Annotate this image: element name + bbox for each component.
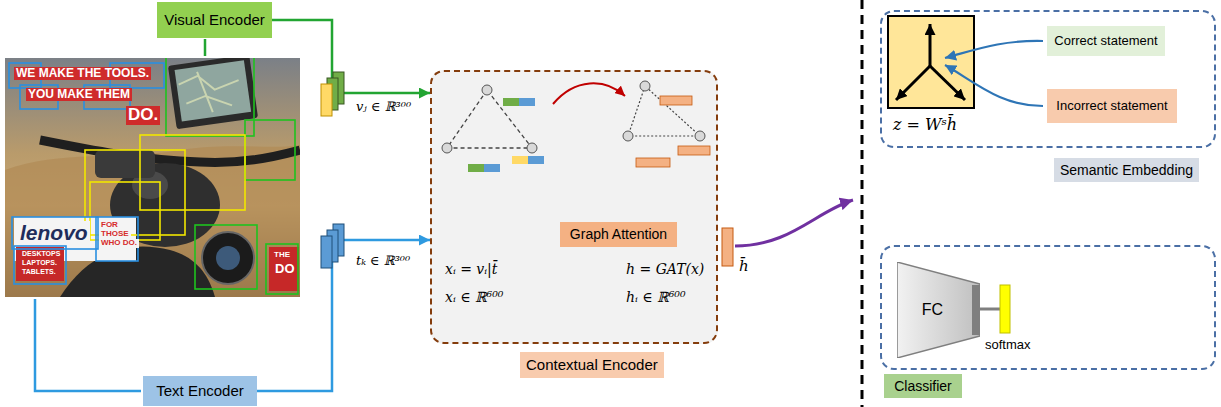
fc-link [980,308,1000,311]
box-text: Graph Attention [570,226,667,242]
photo-text: DO. [126,106,160,125]
data-flow-arrow [257,240,430,391]
encoder-box: Text Encoder [143,376,257,406]
photo [5,58,300,297]
box-text: Visual Encoder [164,11,265,28]
pooled-vector [722,228,733,266]
photo-text: WE MAKE THE TOOLS. [14,67,151,80]
statement-box: Correct statement [1047,26,1165,56]
embedding-space [888,16,974,108]
feature-dim: tₖ ∈ ℝ³⁰⁰ [356,254,410,268]
feature-dim: vⱼ ∈ ℝ³⁰⁰ [356,100,411,114]
mapping-arrow [945,65,1043,106]
photo-text: DESKTOPS [20,250,62,258]
box-text: FC [922,301,943,319]
output-graph [623,81,710,167]
photo-text: THOSE [99,230,131,239]
photo-text: DO [273,262,297,276]
panel-title: Contextual Encoder [520,352,664,378]
box-text: Correct statement [1054,34,1157,49]
mapping-arrow [945,41,1043,58]
photo-text: FOR [99,221,120,230]
photo-text: WHO DO. [99,239,139,248]
input-graph [442,85,544,172]
encoder-box: Visual Encoder [157,2,272,38]
box-text: Incorrect statement [1056,99,1167,114]
leader-line [35,299,141,391]
vector-name: h̄ [739,258,749,275]
photo-text: THE [272,251,292,260]
softmax-bar [1000,285,1010,333]
panel-ground [430,70,718,344]
leader-line [204,39,207,56]
photo-text: YOU MAKE THEM [26,88,132,101]
formula: xᵢ ∈ ℝ⁶⁰⁰ [445,290,503,305]
photo-text: LAPTOPS. [20,259,59,267]
photo-text: lenovo [18,221,90,244]
visual-feature-stack [321,72,344,116]
embedding-axes [896,24,965,100]
formula: xᵢ = vᵢ|t̄ [445,262,497,277]
transform-arrow [553,83,625,104]
panel-title: Classifier [884,374,962,398]
formula: h = GAT(x) [626,262,704,277]
statement-box: Incorrect statement [1047,89,1177,123]
formula: hᵢ ∈ ℝ⁶⁰⁰ [626,290,686,305]
module-box: Graph Attention [560,222,677,247]
box-text: Text Encoder [156,382,244,399]
text-feature-stack [321,224,344,268]
fc-layer: FC [897,262,980,358]
panel-title: Semantic Embedding [1054,158,1199,182]
photo-text: TABLETS. [20,268,58,276]
layer-name: softmax [985,338,1031,352]
head-panel: ClassifierFC [880,245,1216,370]
output-arrow [735,200,853,246]
formula: z = Wˢh̄ [893,116,957,134]
separator [861,0,864,407]
